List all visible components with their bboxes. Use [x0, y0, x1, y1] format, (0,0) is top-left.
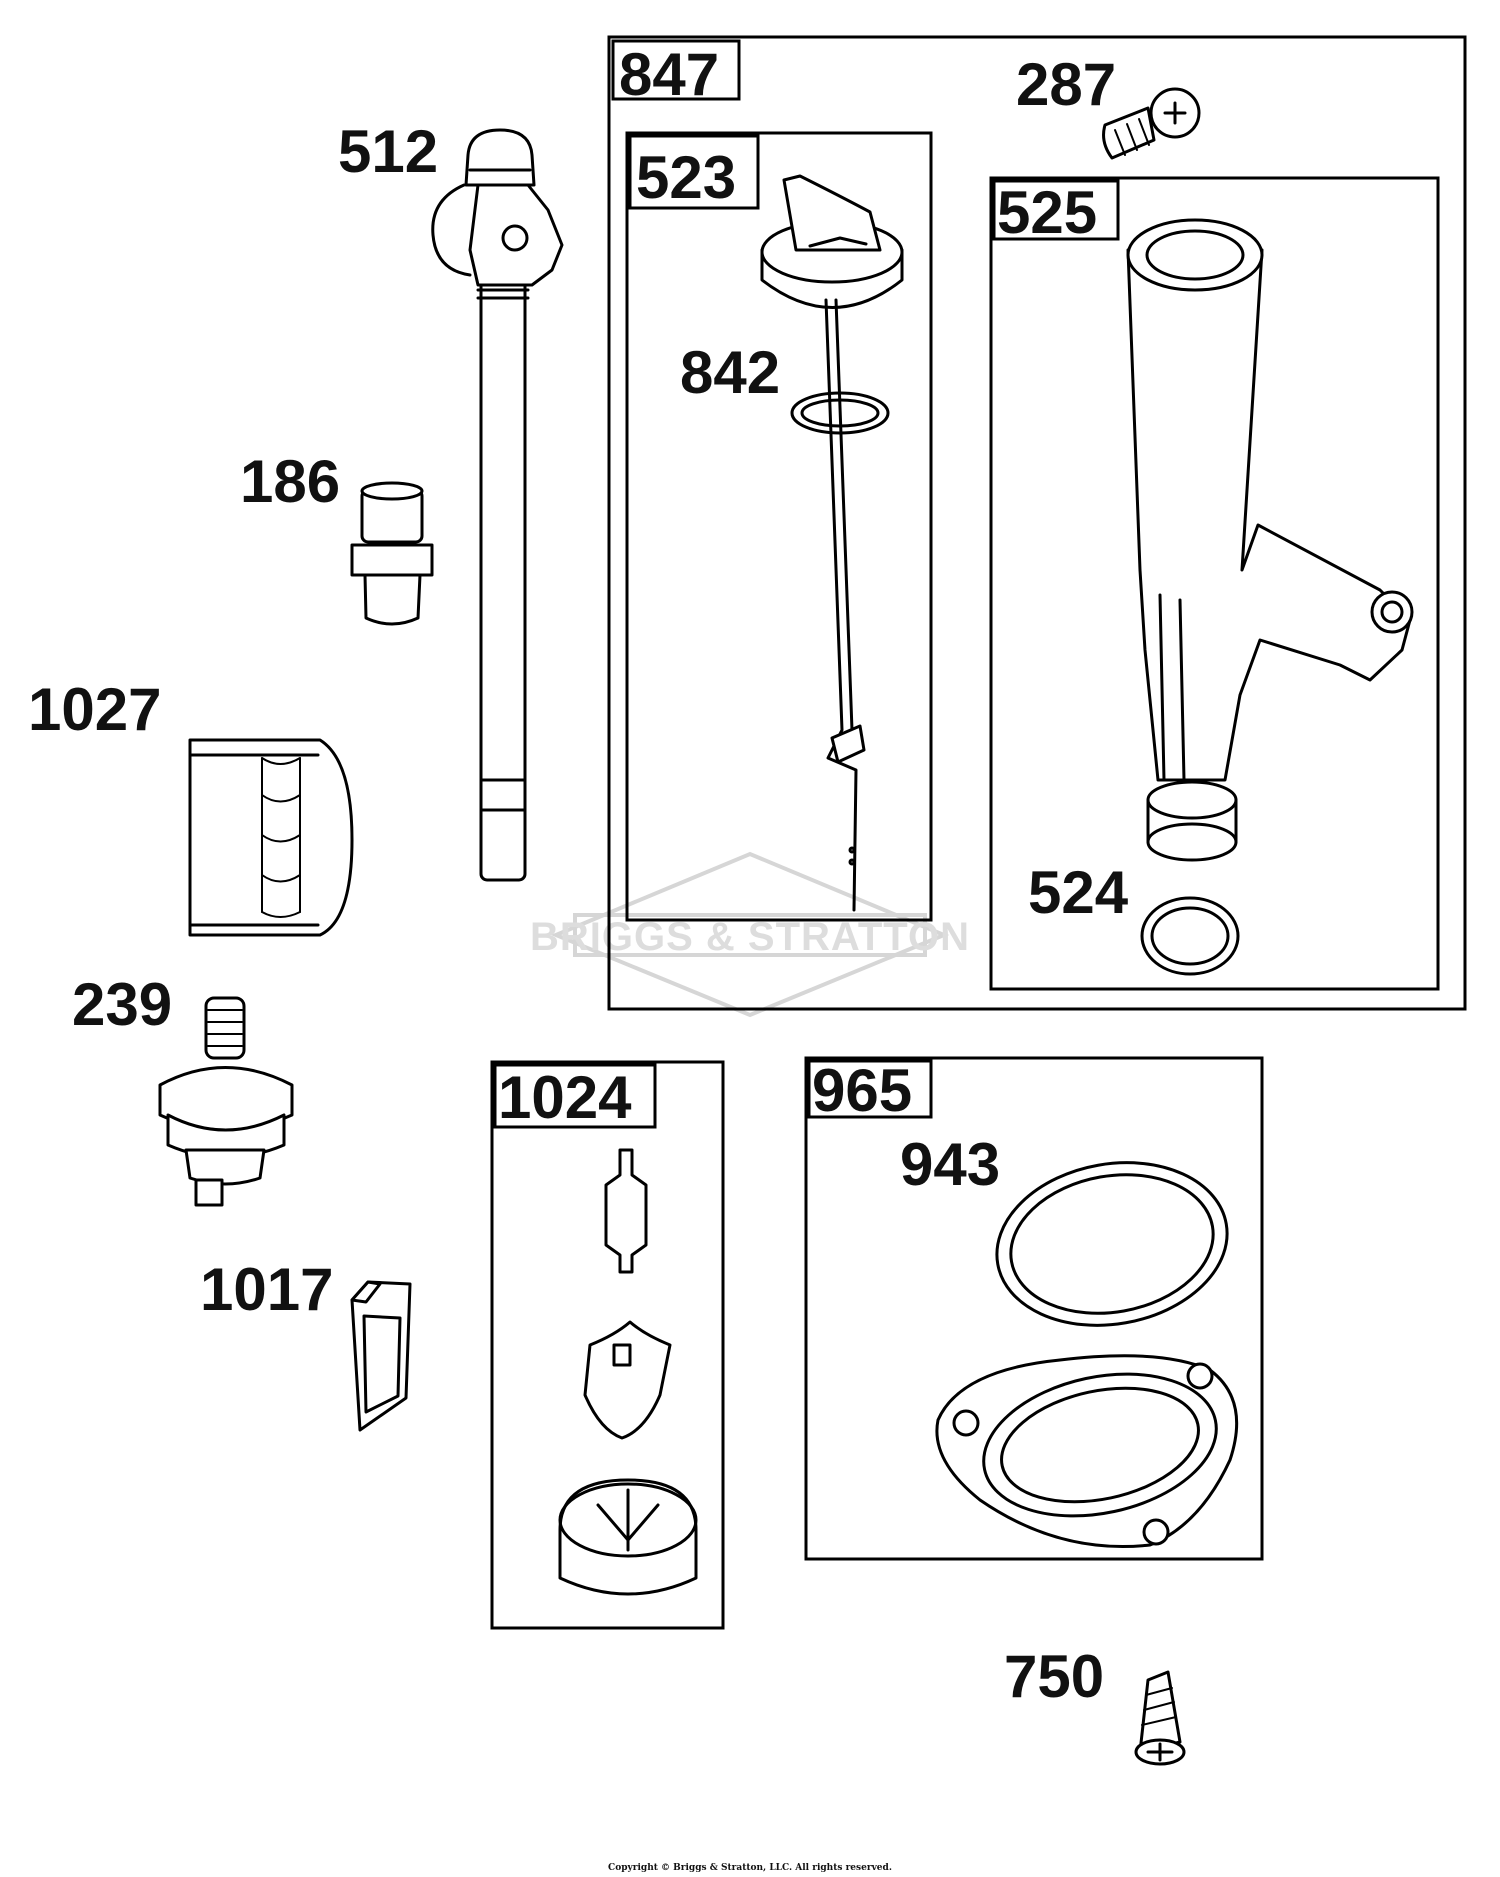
group-box-847	[607, 35, 1467, 1011]
part-label-1027: 1027	[28, 676, 161, 743]
label-box-1024	[493, 1063, 657, 1129]
part-1017-switch	[350, 1280, 412, 1432]
part-label-965: 965	[812, 1057, 912, 1124]
part-1027-oil-filter	[188, 738, 354, 937]
part-287-screw	[1102, 87, 1201, 160]
part-label-524: 524	[1028, 859, 1129, 926]
group-box-525	[989, 176, 1440, 991]
part-525-tube-assembly	[1126, 218, 1414, 862]
part-label-842: 842	[680, 339, 780, 406]
watermark-logo: BRIGGS & STRATTON	[530, 851, 970, 1018]
part-750-screw	[1134, 1670, 1186, 1766]
part-label-1017: 1017	[200, 1256, 333, 1323]
part-label-523: 523	[636, 144, 736, 211]
group-box-523	[625, 131, 933, 922]
part-943-gasket	[995, 1161, 1229, 1327]
part-1024-oil-pump-kit	[558, 1148, 698, 1596]
group-box-965	[804, 1056, 1264, 1561]
part-label-1024: 1024	[498, 1064, 632, 1131]
group-box-1024	[490, 1060, 725, 1630]
part-239-pressure-switch	[158, 996, 294, 1207]
copyright-notice: Copyright © Briggs & Stratton, LLC. All …	[608, 1863, 892, 1873]
part-label-943: 943	[900, 1131, 1000, 1198]
part-label-847: 847	[619, 41, 719, 108]
part-label-525: 525	[997, 179, 1097, 246]
part-186-fitting	[350, 481, 434, 626]
label-box-523	[628, 134, 760, 210]
part-965-cover-plate	[935, 1354, 1239, 1549]
part-512-dipstick-tube	[431, 128, 564, 882]
part-label-512: 512	[338, 118, 438, 185]
label-box-525	[992, 179, 1120, 241]
part-label-239: 239	[72, 971, 172, 1038]
label-box-847	[611, 39, 741, 101]
part-523-dipstick-cap	[760, 174, 904, 309]
label-box-965	[807, 1059, 933, 1119]
part-label-186: 186	[240, 448, 340, 515]
svg-text:BRIGGS & STRATTON: BRIGGS & STRATTON	[530, 915, 970, 959]
part-524-o-ring	[1140, 896, 1240, 976]
part-label-287: 287	[1016, 51, 1116, 118]
part-label-750: 750	[1004, 1643, 1104, 1710]
part-842-dipstick-rod	[790, 298, 890, 912]
